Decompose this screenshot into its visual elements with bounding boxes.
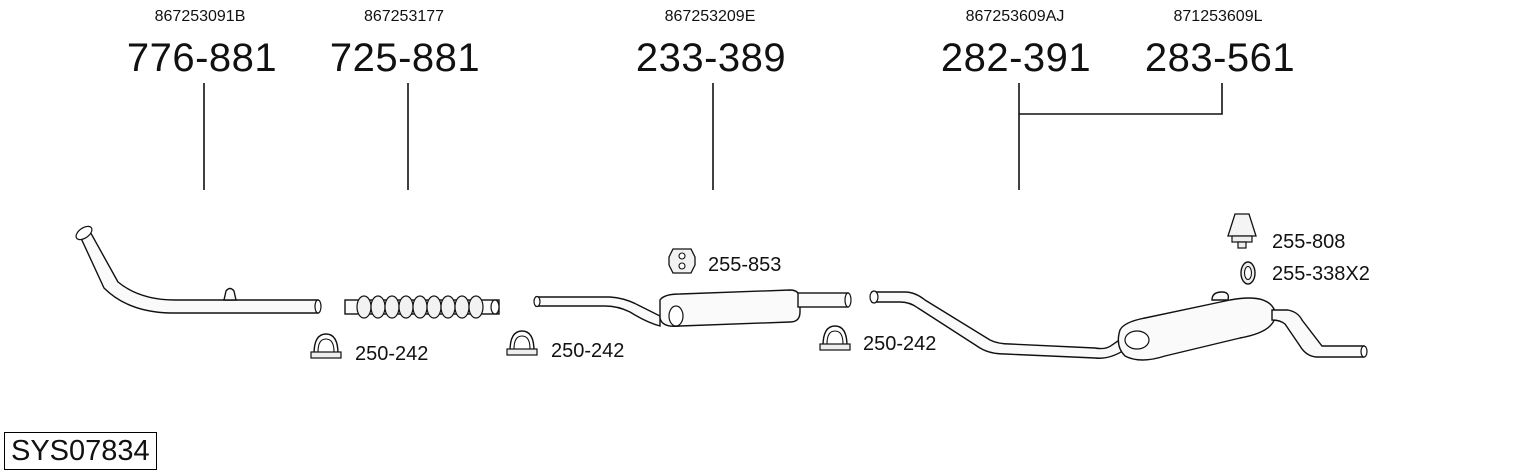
accessory-label-clamp-1[interactable]: 250-242 <box>355 343 429 365</box>
part-number-rear-silencer-alt[interactable]: 283-561 <box>1144 36 1296 80</box>
accessory-label-clamp-2[interactable]: 250-242 <box>551 340 625 362</box>
clamp-icon[interactable] <box>310 333 342 359</box>
accessory-label-mounting-rubber[interactable]: 255-808 <box>1272 231 1346 253</box>
front-pipe-illustration[interactable] <box>74 224 322 314</box>
part-number-front-pipe[interactable]: 776-881 <box>126 36 278 80</box>
leader-line-rear-silencer-alt <box>1019 83 1223 115</box>
ring-icon[interactable] <box>1240 261 1256 285</box>
part-number-rear-silencer[interactable]: 282-391 <box>940 36 1092 80</box>
flex-pipe-illustration[interactable] <box>344 295 500 319</box>
clamp-icon[interactable] <box>819 325 851 351</box>
accessory-label-ring[interactable]: 255-338X2 <box>1272 263 1370 285</box>
part-number-flex-pipe[interactable]: 725-881 <box>329 36 481 80</box>
middle-silencer-illustration[interactable] <box>533 289 852 328</box>
accessory-label-clamp-3[interactable]: 250-242 <box>863 333 937 355</box>
oem-number-rear-silencer-alt: 871253609L <box>1173 8 1263 25</box>
rubber-hanger-icon[interactable] <box>668 248 696 274</box>
oem-number-middle-silencer: 867253209E <box>664 8 756 25</box>
mounting-rubber-icon[interactable] <box>1227 213 1257 249</box>
accessory-label-rubber-hanger[interactable]: 255-853 <box>708 254 782 276</box>
oem-number-rear-silencer: 867253609AJ <box>965 8 1065 25</box>
part-number-middle-silencer[interactable]: 233-389 <box>635 36 787 80</box>
system-code-label: SYS07834 <box>4 432 157 470</box>
rear-silencer-illustration[interactable] <box>869 290 1368 361</box>
clamp-icon[interactable] <box>506 330 538 356</box>
oem-number-flex-pipe: 867253177 <box>363 8 445 25</box>
oem-number-front-pipe: 867253091B <box>154 8 246 25</box>
